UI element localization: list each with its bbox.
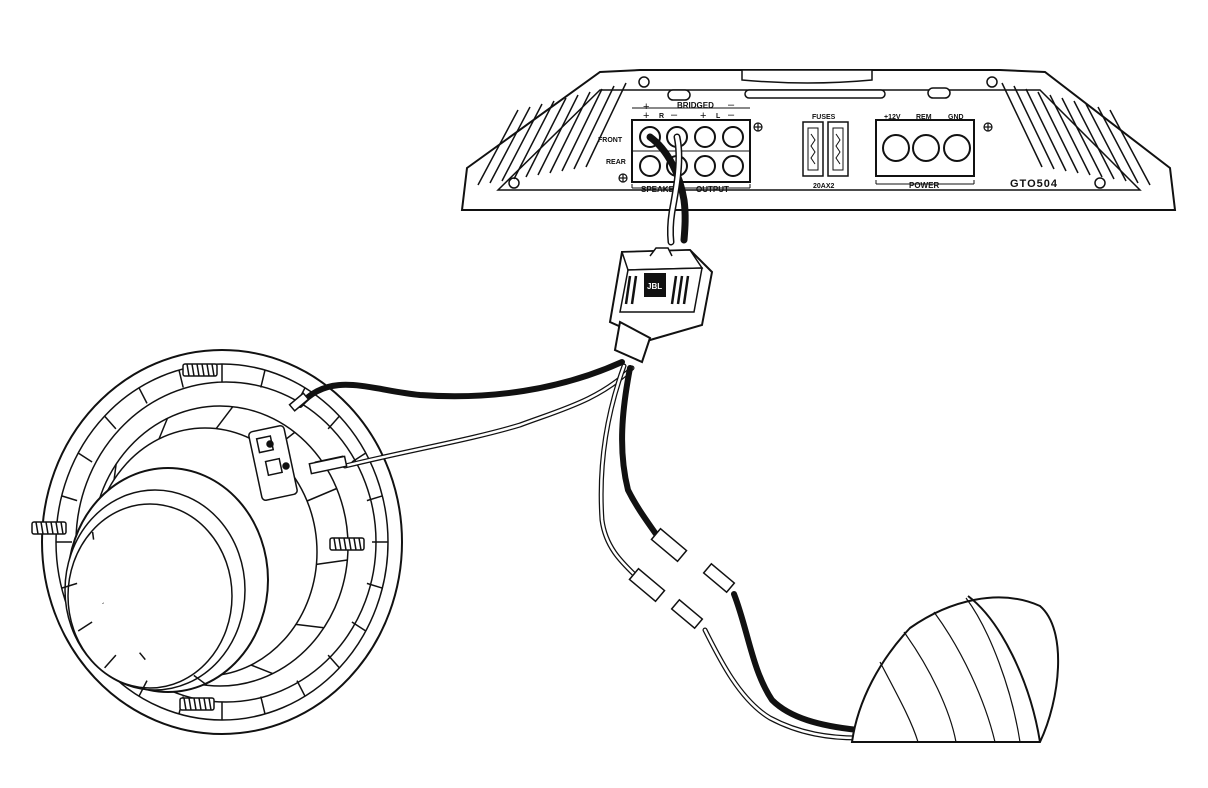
r-plus-sign: + (643, 110, 649, 122)
amplifier-oval-right (928, 88, 950, 98)
amplifier-oval-left (668, 90, 690, 100)
spade-black-male (704, 564, 735, 592)
plus12v-label: +12V (884, 114, 901, 121)
speaker-output-label-left: SPEAKE (641, 185, 675, 194)
bolt-bottom (180, 698, 214, 710)
amplifier-model: GTO504 (1010, 178, 1058, 190)
spade-white-male (672, 600, 703, 628)
woofer-negative-wire (345, 368, 632, 466)
l-channel-label: L (716, 113, 721, 120)
amplifier-screw-top-left (639, 77, 649, 87)
amplifier-screw-top-right (987, 77, 997, 87)
terminal-rear-l-minus (723, 156, 743, 176)
terminal-front-l-minus (723, 127, 743, 147)
tweeter-wire-white-1-outline (601, 366, 640, 580)
r-minus-sign: – (671, 109, 678, 121)
terminal-rem (913, 135, 939, 161)
crossover (610, 248, 712, 362)
bolt-right (330, 538, 364, 550)
crossover-logo: JBL (647, 282, 662, 291)
terminal-front-l-plus (695, 127, 715, 147)
tweeter-body (852, 597, 1058, 742)
r-channel-label: R (659, 113, 664, 120)
gnd-label: GND (948, 114, 964, 121)
tweeter-wire-black-2 (734, 594, 858, 730)
tweeter (852, 596, 1058, 742)
amplifier-slot (745, 90, 885, 98)
terminal-rear-l-plus (695, 156, 715, 176)
tweeter-wire-black-1 (622, 368, 660, 540)
rear-label: REAR (606, 159, 626, 166)
amplifier-top-ridge (742, 70, 872, 83)
front-label: FRONT (598, 137, 623, 144)
woofer-magnet-cap (68, 504, 232, 688)
woofer-frame-spoke (93, 532, 94, 540)
l-minus-sign: – (728, 109, 735, 121)
tweeter-wire-white-2-outline (705, 630, 858, 738)
bolt-left (32, 522, 66, 534)
terminal-gnd (944, 135, 970, 161)
tweeter-wires (601, 366, 858, 738)
rem-label: REM (916, 114, 932, 121)
terminal-rear-r-plus (640, 156, 660, 176)
amplifier-screw-bottom-right (1095, 178, 1105, 188)
woofer-negative-wire-outline (345, 368, 632, 466)
terminal-plus12v (883, 135, 909, 161)
fuses-label: FUSES (812, 114, 836, 121)
tweeter-wire-white-1 (601, 366, 640, 580)
bolt-top (183, 364, 217, 376)
spade-black-female (651, 529, 686, 562)
woofer-positive-wire (300, 362, 622, 405)
fuses-rating: 20AX2 (813, 183, 835, 190)
amplifier-screw-bottom-left (509, 178, 519, 188)
spade-white-female (629, 569, 664, 602)
speaker-output-label-right: OUTPUT (696, 185, 729, 194)
power-label: POWER (909, 181, 939, 190)
bridged-label: BRIDGED (677, 101, 714, 110)
l-plus-sign: + (700, 110, 706, 122)
power-terminals (876, 120, 974, 184)
